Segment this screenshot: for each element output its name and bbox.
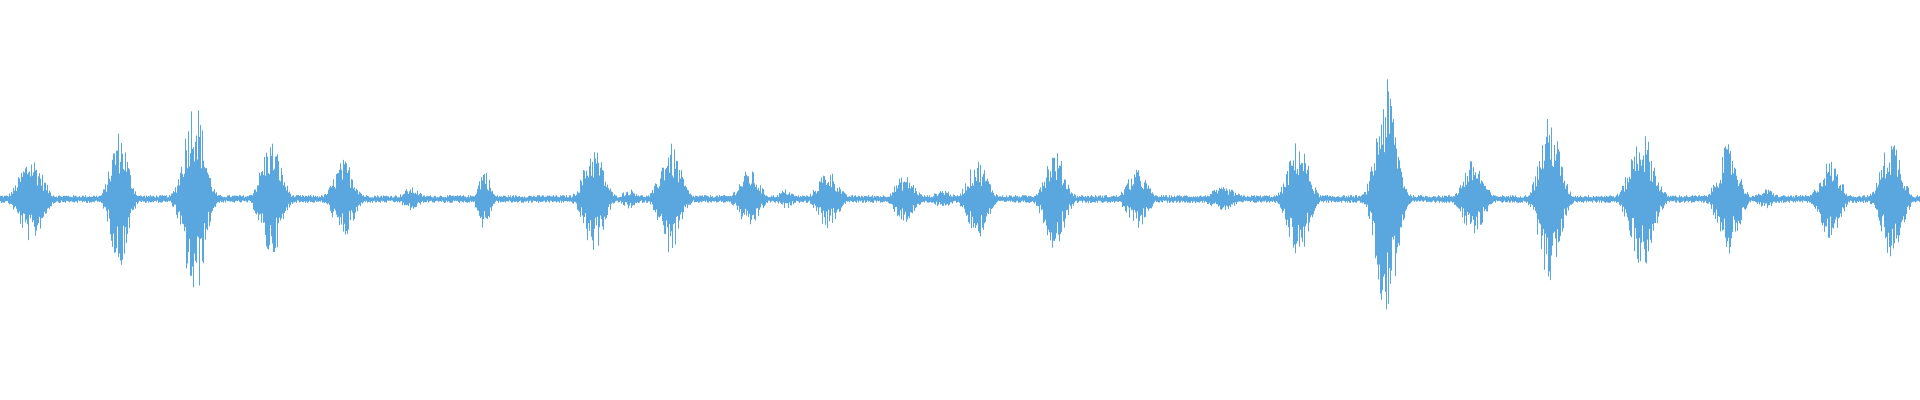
waveform-samples xyxy=(0,79,1920,310)
waveform-trace xyxy=(0,79,1920,310)
